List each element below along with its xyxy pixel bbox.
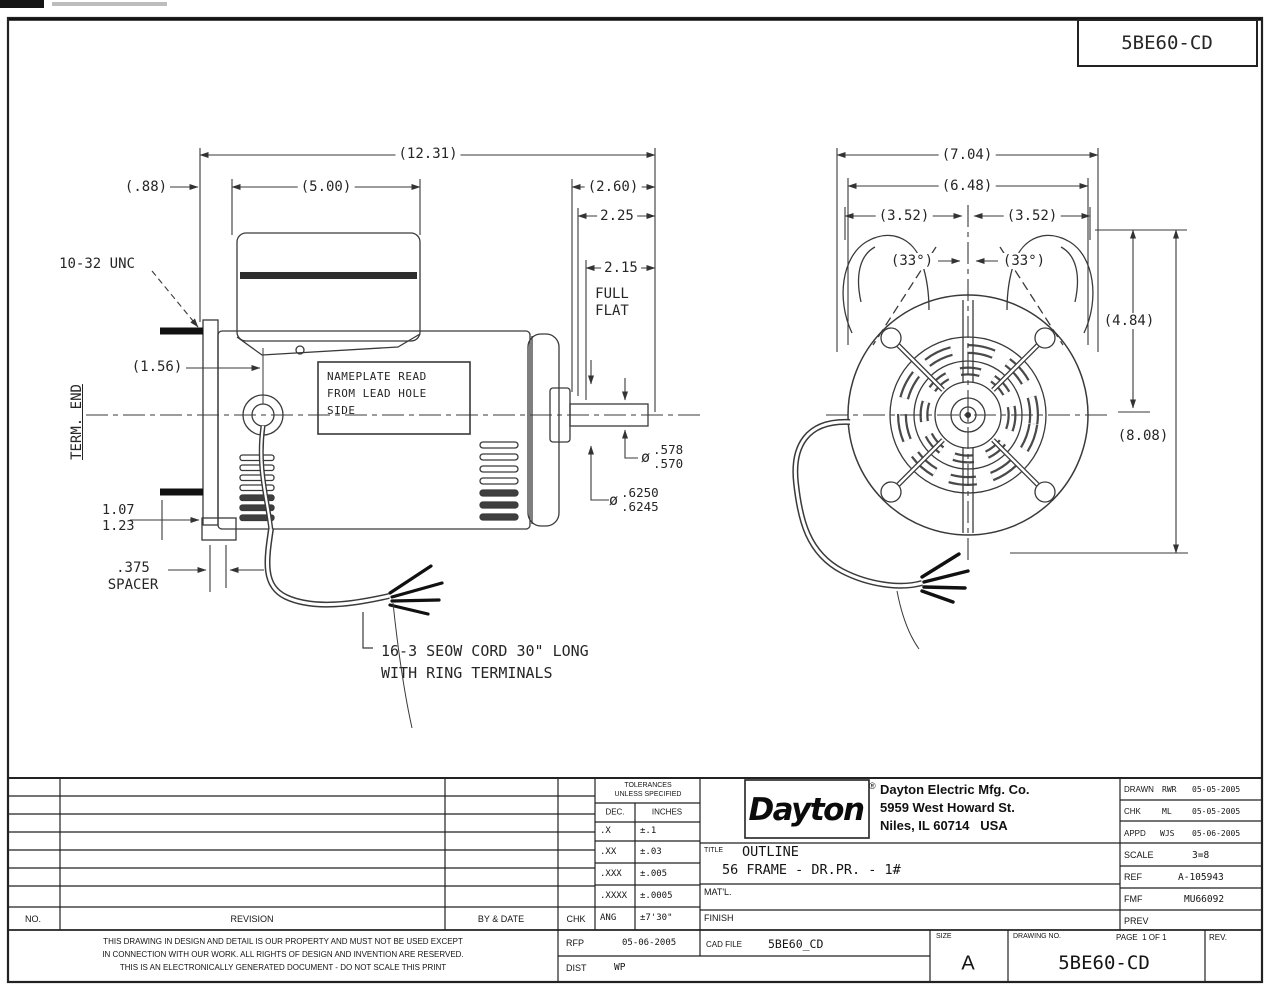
scale-value: 3=8	[1192, 850, 1210, 861]
tol-row-dec: .X	[600, 826, 611, 836]
dim-bolt-span: (6.48)	[938, 178, 996, 194]
shaft-dia-max: .578	[653, 442, 684, 457]
fmf-value: MU66092	[1184, 894, 1225, 905]
tol-row-value: ±.0005	[640, 891, 673, 901]
cord-note: 16-3 SEOW CORD 30" LONG WITH RING TERMIN…	[381, 642, 589, 682]
drawing-no-value: 5BE60-CD	[1058, 952, 1150, 974]
dim-angle-right: (33°)	[999, 253, 1049, 269]
dim-base-width: (7.04)	[938, 147, 996, 163]
tol-row-dec: .XXXX	[600, 891, 628, 901]
title-block-grid	[8, 777, 1262, 982]
rev-cell-label: REV.	[1209, 933, 1227, 942]
border-frame	[6, 16, 1264, 984]
scale-label: SCALE	[1124, 850, 1154, 860]
dim-angle-left: (33°)	[887, 253, 937, 269]
stud-dim-top: 1.07	[102, 502, 135, 518]
title-line1: OUTLINE	[742, 844, 799, 860]
rfp-date: 05-06-2005	[622, 938, 677, 948]
ref-label: REF	[1124, 872, 1142, 882]
tol-row-value: ±7'30"	[640, 913, 673, 923]
chk-date: 05-05-2005	[1192, 807, 1241, 816]
revision-col-no: NO.	[24, 914, 42, 924]
drawing-no-label: DRAWING NO.	[1013, 933, 1061, 940]
size-value: A	[961, 952, 975, 975]
tol-row-value: ±.005	[640, 869, 668, 879]
tolerance-col-dec: DEC.	[605, 807, 625, 817]
registered-mark-icon: ®	[869, 781, 876, 791]
chk-by: ML	[1162, 807, 1172, 816]
drawing-number-box-text: 5BE60-CD	[1121, 32, 1213, 54]
scan-smudge	[0, 0, 167, 8]
hub-diameter-callout: ø .6250 .6245	[609, 485, 659, 515]
dim-shaft-total: (2.60)	[584, 179, 642, 195]
tol-row-value: ±.1	[640, 826, 657, 836]
tol-row-value: ±.03	[640, 847, 662, 857]
company-name: Dayton Electric Mfg. Co.	[880, 782, 1030, 797]
shaft-diameter-callout: ø .578 .570	[641, 442, 684, 472]
vent-slots-right	[479, 441, 519, 521]
size-label: SIZE	[936, 933, 952, 940]
tol-row-dec: ANG	[600, 913, 617, 923]
dayton-logo: Dayton	[748, 792, 865, 828]
appd-by: WJS	[1160, 829, 1175, 838]
spacer-callout: .375 SPACER	[107, 560, 159, 593]
tol-row-dec: .XX	[600, 847, 617, 857]
dim-half-right: (3.52)	[1003, 208, 1061, 224]
tolerance-col-inches: INCHES	[651, 807, 683, 817]
fmf-label: FMF	[1124, 894, 1143, 904]
drawn-date: 05-05-2005	[1192, 785, 1241, 794]
cord-strands-end	[920, 552, 970, 604]
dim-end-overhang: (.88)	[124, 179, 168, 195]
cad-file-value: 5BE60_CD	[768, 937, 824, 951]
dim-term-offset: (1.56)	[131, 359, 183, 375]
dim-shaft-215: 2.15	[601, 260, 641, 276]
stud-dim-bot: 1.23	[102, 517, 135, 534]
chk-label: CHK	[1124, 807, 1141, 816]
hub-dia-max: .6250	[621, 485, 659, 500]
rfp-label: RFP	[566, 938, 584, 948]
full-flat-label: FULL FLAT	[595, 286, 629, 319]
page-label: PAGE 1 OF 1	[1116, 933, 1167, 942]
term-end-label: TERM. END	[69, 384, 85, 460]
dist-value: WP	[614, 962, 626, 973]
dim-overall-length: (12.31)	[395, 146, 461, 162]
ref-value: A-105943	[1178, 872, 1224, 883]
shaft-dia-min: .570	[653, 456, 684, 472]
dim-height-808: (8.08)	[1114, 428, 1172, 444]
finish-label: FINISH	[704, 913, 734, 923]
revision-col-chk: CHK	[566, 914, 586, 924]
end-view-linework	[792, 205, 1110, 650]
through-bolt-spokes	[880, 327, 1056, 503]
dist-label: DIST	[566, 963, 587, 973]
appd-label: APPD	[1124, 829, 1146, 838]
tolerance-header: TOLERANCES UNLESS SPECIFIED	[614, 781, 682, 798]
drawn-by: RWR	[1162, 785, 1177, 794]
title-line2: 56 FRAME - DR.PR. - 1#	[722, 862, 901, 878]
stud-height-callout: 1.07 1.23	[102, 502, 135, 534]
hub-dia-min: .6245	[621, 499, 659, 515]
thread-callout: 10-32 UNC	[59, 256, 135, 272]
matl-label: MAT'L.	[704, 887, 732, 897]
dim-height-484: (4.84)	[1100, 313, 1158, 329]
prev-label: PREV	[1124, 916, 1149, 926]
cord-strands	[388, 564, 444, 616]
drawn-label: DRAWN	[1124, 785, 1154, 794]
property-notes: THIS DRAWING IN DESIGN AND DETAIL IS OUR…	[102, 936, 464, 972]
title-field-label: TITLE	[704, 847, 724, 854]
revision-col-bydate: BY & DATE	[477, 914, 525, 924]
revision-col-label: REVISION	[230, 914, 274, 924]
dim-shaft-225: 2.25	[597, 208, 637, 224]
company-addr1: 5959 West Howard St.	[880, 800, 1015, 815]
nameplate-note: NAMEPLATE READ FROM LEAD HOLE SIDE	[327, 370, 427, 418]
company-addr2: Niles, IL 60714 USA	[880, 818, 1008, 833]
diameter-symbol: ø	[641, 448, 651, 467]
cad-file-label: CAD FILE	[706, 940, 743, 949]
diameter-symbol: ø	[609, 491, 619, 510]
dim-half-left: (3.52)	[875, 208, 933, 224]
dim-cover-width: (5.00)	[297, 179, 355, 195]
tol-row-dec: .XXX	[600, 869, 622, 879]
appd-date: 05-06-2005	[1192, 829, 1241, 838]
side-view-linework	[86, 232, 700, 729]
